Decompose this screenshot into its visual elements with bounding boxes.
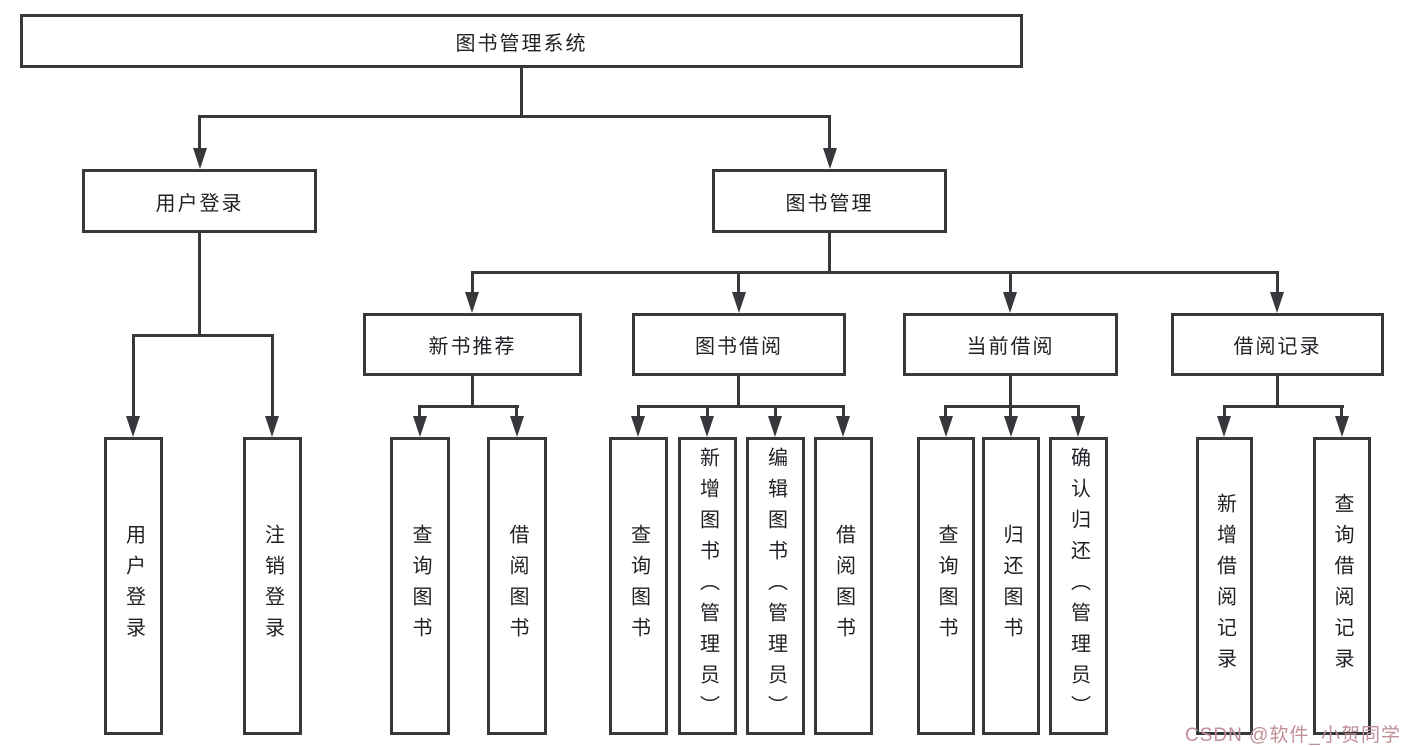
connector-root-split <box>198 115 831 118</box>
connector-bookmgmt-drop-1 <box>471 273 474 294</box>
leaf-add-borrow-record: 新增借阅记录 <box>1196 437 1253 735</box>
connector-currentborrow-drop-2 <box>1009 407 1012 418</box>
leaf-return-book: 归还图书 <box>982 437 1040 735</box>
node-book-borrow-label: 图书借阅 <box>695 336 783 358</box>
connector-bookborrow-stem <box>737 376 740 406</box>
connector-currentborrow-stem <box>1009 376 1012 406</box>
arrow-to-current-borrow <box>1003 292 1017 313</box>
node-current-borrow-label: 当前借阅 <box>966 336 1055 358</box>
node-current-borrow: 当前借阅 <box>903 313 1118 376</box>
node-user-login: 用户登录 <box>82 169 317 233</box>
connector-currentborrow-drop-1 <box>944 407 947 418</box>
connector-userlogin-split <box>132 334 274 337</box>
connector-newbook-drop-1 <box>418 407 421 418</box>
arrow-to-leaf-user-login <box>126 416 140 437</box>
node-user-login-label: 用户登录 <box>155 192 244 215</box>
connector-bookborrow-split <box>637 405 845 408</box>
node-borrow-records: 借阅记录 <box>1171 313 1384 376</box>
leaf-edit-book-admin-label: 编辑图书（管理员） <box>764 446 787 726</box>
arrow-to-leaf-add-borrow-record <box>1217 416 1231 437</box>
leaf-query-book-recommend-label: 查询图书 <box>409 524 431 648</box>
leaf-borrow-book: 借阅图书 <box>814 437 873 735</box>
node-book-management: 图书管理 <box>712 169 947 233</box>
connector-newbook-stem <box>471 376 474 406</box>
connector-currentborrow-split <box>944 405 1080 408</box>
node-book-borrow: 图书借阅 <box>632 313 846 376</box>
connector-records-split <box>1223 405 1344 408</box>
node-book-management-label: 图书管理 <box>785 192 874 215</box>
leaf-query-borrow-record-label: 查询借阅记录 <box>1331 493 1353 679</box>
arrow-to-leaf-query-book-recommend <box>413 416 427 437</box>
leaf-add-book-admin-label: 新增图书（管理员） <box>696 446 719 726</box>
arrow-to-leaf-confirm-return-admin <box>1071 416 1085 437</box>
connector-bookmgmt-drop-3 <box>1009 273 1012 294</box>
node-new-book-recommend: 新书推荐 <box>363 313 582 376</box>
connector-userlogin-drop-1 <box>132 336 135 418</box>
csdn-watermark: CSDN @软件_小贺同学 <box>1185 725 1401 746</box>
connector-records-drop-1 <box>1223 407 1226 418</box>
connector-root-stem <box>520 68 523 117</box>
arrow-to-new-book-recommend <box>465 292 479 313</box>
leaf-query-borrow-record: 查询借阅记录 <box>1313 437 1371 735</box>
arrow-to-leaf-add-book-admin <box>700 416 714 437</box>
connector-bookmgmt-split <box>471 271 1279 274</box>
arrow-to-book-borrow <box>732 292 746 313</box>
leaf-confirm-return-admin: 确认归还（管理员） <box>1049 437 1108 735</box>
leaf-borrow-book-recommend-label: 借阅图书 <box>506 524 528 648</box>
connector-userlogin-stem <box>198 233 201 335</box>
connector-bookmgmt-stem <box>828 233 831 273</box>
leaf-user-login: 用户登录 <box>104 437 163 735</box>
leaf-confirm-return-admin-label: 确认归还（管理员） <box>1067 446 1090 726</box>
connector-root-drop-right <box>828 117 831 150</box>
connector-bookborrow-drop-2 <box>706 407 709 418</box>
leaf-borrow-book-label: 借阅图书 <box>832 524 855 648</box>
arrow-to-book-management <box>823 148 837 169</box>
arrow-to-borrow-records <box>1270 292 1284 313</box>
leaf-query-book-borrow: 查询图书 <box>609 437 668 735</box>
arrow-to-leaf-borrow-book-recommend <box>510 416 524 437</box>
node-borrow-records-label: 借阅记录 <box>1233 336 1322 358</box>
leaf-query-current-borrow-label: 查询图书 <box>935 524 957 648</box>
connector-bookborrow-drop-4 <box>842 407 845 418</box>
node-new-book-recommend-label: 新书推荐 <box>428 336 517 358</box>
connector-newbook-split <box>418 405 519 408</box>
connector-userlogin-drop-2 <box>271 336 274 418</box>
arrow-to-leaf-query-current-borrow <box>939 416 953 437</box>
arrow-to-leaf-query-book-borrow <box>631 416 645 437</box>
leaf-query-book-recommend: 查询图书 <box>390 437 450 735</box>
leaf-logout-label: 注销登录 <box>261 524 284 648</box>
connector-records-drop-2 <box>1340 407 1343 418</box>
leaf-borrow-book-recommend: 借阅图书 <box>487 437 547 735</box>
leaf-add-borrow-record-label: 新增借阅记录 <box>1213 493 1236 679</box>
connector-bookborrow-drop-1 <box>637 407 640 418</box>
connector-records-stem <box>1276 376 1279 406</box>
leaf-logout: 注销登录 <box>243 437 302 735</box>
arrow-to-leaf-edit-book-admin <box>768 416 782 437</box>
arrow-to-user-login <box>193 148 207 169</box>
connector-bookborrow-drop-3 <box>774 407 777 418</box>
node-root-label: 图书管理系统 <box>455 32 588 55</box>
node-root-system: 图书管理系统 <box>20 14 1023 68</box>
leaf-query-book-borrow-label: 查询图书 <box>627 524 650 648</box>
arrow-to-leaf-logout <box>265 416 279 437</box>
leaf-user-login-label: 用户登录 <box>122 524 145 648</box>
leaf-query-current-borrow: 查询图书 <box>917 437 975 735</box>
leaf-edit-book-admin: 编辑图书（管理员） <box>746 437 805 735</box>
connector-bookmgmt-drop-4 <box>1276 273 1279 294</box>
connector-newbook-drop-2 <box>515 407 518 418</box>
arrow-to-leaf-return-book <box>1004 416 1018 437</box>
arrow-to-leaf-borrow-book <box>836 416 850 437</box>
leaf-return-book-label: 归还图书 <box>1000 524 1022 648</box>
connector-root-drop-left <box>198 117 201 150</box>
connector-currentborrow-drop-3 <box>1077 407 1080 418</box>
arrow-to-leaf-query-borrow-record <box>1335 416 1349 437</box>
leaf-add-book-admin: 新增图书（管理员） <box>678 437 737 735</box>
connector-bookmgmt-drop-2 <box>737 273 740 294</box>
